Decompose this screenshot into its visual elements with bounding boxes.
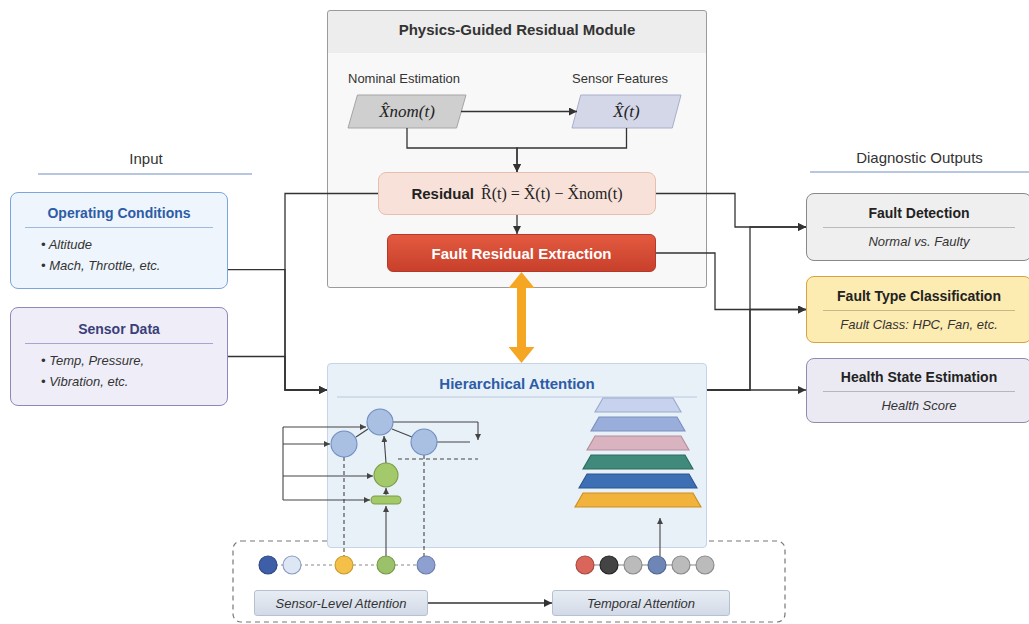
connector-arrow	[707, 227, 806, 390]
double-arrow	[517, 288, 526, 347]
node-title: Fault Type Classification	[823, 288, 1015, 311]
input-box: Operating Conditions • Altitude• Mach, Th…	[10, 192, 228, 289]
connector-arrow	[656, 194, 806, 228]
residual-box: Residual R̂(t) = X̂(t) − X̂nom(t)	[378, 172, 656, 215]
node-text: R̂(t) = X̂(t) − X̂nom(t)	[481, 185, 623, 203]
node-title: Sensor Features	[572, 71, 668, 86]
data-parallelogram: Nominal EstimationX̂nom(t)	[348, 95, 466, 128]
connector-arrow	[516, 215, 517, 234]
output-box: Fault DetectionNormal vs. Faulty	[806, 193, 1029, 261]
output-box: Health State EstimationHealth Score	[806, 358, 1029, 423]
attention-band: Sensor-Level Attention	[254, 590, 428, 616]
connector-arrow	[461, 111, 577, 112]
node-text: • Temp, Pressure,	[11, 350, 227, 371]
heading-rule	[810, 171, 1029, 172]
connector-arrow	[228, 270, 327, 390]
node-title: Sensor-Level Attention	[276, 596, 407, 611]
node-text: X̂nom(t)	[379, 102, 435, 122]
node-title: Physics-Guided Residual Module	[399, 11, 636, 38]
node-text: Health Score	[807, 398, 1029, 413]
process-box: Fault Residual Extraction	[387, 234, 656, 272]
connector-arrow	[707, 310, 806, 391]
attention-panel: Hierarchical Attention	[327, 363, 707, 548]
node-title: Fault Detection	[823, 205, 1015, 228]
node-text: • Altitude	[11, 234, 227, 255]
node-title: Health State Estimation	[823, 369, 1015, 392]
node-title: Hierarchical Attention	[439, 364, 594, 392]
node-text: Fault Class: HPC, Fan, etc.	[807, 317, 1029, 332]
connector-arrow	[656, 253, 806, 310]
connector-arrow	[228, 357, 327, 391]
node-title: Residual	[411, 185, 474, 202]
dashed-group-outline	[233, 541, 785, 622]
node-title: Sensor Data	[25, 321, 213, 344]
node-text: • Mach, Throttle, etc.	[11, 255, 227, 276]
connector-arrow	[517, 128, 627, 172]
node-title: Operating Conditions	[25, 205, 213, 228]
attention-band: Temporal Attention	[552, 590, 730, 616]
data-parallelogram: Sensor FeaturesX̂(t)	[572, 95, 681, 128]
node-title: Nominal Estimation	[348, 71, 460, 86]
node-text: X̂(t)	[613, 102, 639, 122]
connector-arrow	[428, 602, 552, 603]
output-box: Fault Type ClassificationFault Class: HP…	[806, 276, 1029, 343]
section-heading: Input	[40, 150, 252, 167]
node-title: Fault Residual Extraction	[431, 245, 611, 262]
attention-illustration	[327, 363, 707, 623]
node-text: • Vibration, etc.	[11, 371, 227, 392]
node-text: Normal vs. Faulty	[807, 234, 1029, 249]
connector-arrow	[407, 128, 517, 172]
heading-rule	[38, 173, 252, 174]
input-box: Sensor Data • Temp, Pressure,• Vibration,…	[10, 307, 228, 406]
connector-arrow	[285, 194, 378, 391]
section-heading: Diagnostic Outputs	[810, 149, 1029, 166]
node-title: Temporal Attention	[587, 596, 695, 611]
